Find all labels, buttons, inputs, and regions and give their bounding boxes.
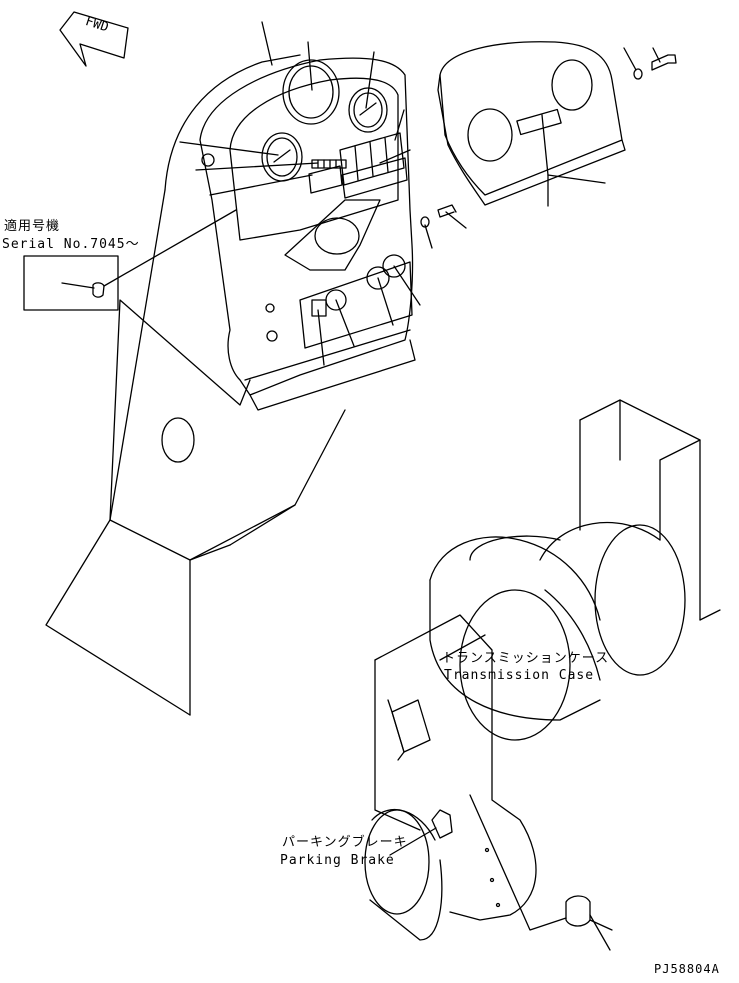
hardware-screws	[420, 54, 677, 228]
leader-lines	[179, 21, 661, 951]
drawing-code: PJ58804A	[654, 962, 720, 976]
fwd-arrow-icon	[59, 11, 129, 67]
transmission-case-jp-label: トランスミッションケース	[442, 651, 610, 666]
transmission-case	[429, 399, 721, 741]
dashboard-panel	[199, 57, 416, 411]
serial-number-label: Serial No.7045～	[2, 237, 140, 252]
serial-box-frame	[23, 255, 119, 311]
leader-line	[103, 209, 237, 287]
console-pedestal	[45, 54, 346, 716]
serial-applicability-label: 適用号機	[4, 219, 61, 234]
parking-brake-en-label: Parking Brake	[280, 853, 395, 868]
parking-brake-jp-label: パーキングブレーキ	[282, 835, 408, 850]
meter-cover	[437, 41, 626, 206]
parking-brake-housing	[364, 614, 613, 941]
plug-icon	[92, 282, 105, 298]
transmission-case-en-label: Transmission Case	[444, 668, 595, 683]
leader-line	[61, 282, 95, 289]
